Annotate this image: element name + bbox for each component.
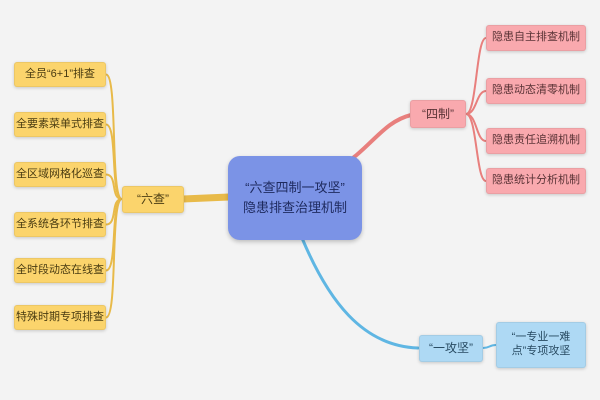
node-sizhi-child-3[interactable]: 隐患责任追溯机制 xyxy=(486,128,586,154)
node-liucha-child-6[interactable]: 特殊时期专项排查 xyxy=(14,305,106,330)
node-liucha-child-5[interactable]: 全时段动态在线查 xyxy=(14,258,106,283)
connector-sizhi-3 xyxy=(465,113,487,142)
node-liucha-child-2[interactable]: 全要素菜单式排查 xyxy=(14,112,106,137)
connector-sizhi-2 xyxy=(465,90,487,115)
branch-liucha[interactable]: “六查” xyxy=(122,186,184,213)
node-liucha-child-1[interactable]: 全员“6+1”排查 xyxy=(14,62,106,87)
connector-liucha-6 xyxy=(105,198,123,319)
connector-liucha-1 xyxy=(105,73,123,200)
connector-sizhi-4 xyxy=(465,113,487,182)
node-yigongjian-child-1[interactable]: “一专业一难点”专项攻坚 xyxy=(496,322,586,368)
connector-liucha-2 xyxy=(105,123,123,200)
node-sizhi-child-1[interactable]: 隐患自主排查机制 xyxy=(486,25,586,51)
connector-sizhi-1 xyxy=(465,37,487,115)
connector-center-liucha xyxy=(179,193,233,203)
branch-yigongjian[interactable]: “一攻坚” xyxy=(419,335,483,362)
node-liucha-child-3[interactable]: 全区域网格化巡查 xyxy=(14,162,106,187)
node-sizhi-child-2[interactable]: 隐患动态清零机制 xyxy=(486,78,586,104)
connector-center-yigongjian xyxy=(300,236,420,350)
connector-liucha-3 xyxy=(105,173,123,200)
node-sizhi-child-4[interactable]: 隐患统计分析机制 xyxy=(486,168,586,194)
node-liucha-child-4[interactable]: 全系统各环节排查 xyxy=(14,212,106,237)
connector-yigongjian-1 xyxy=(482,344,497,349)
central-topic[interactable]: “六查四制一攻坚” 隐患排查治理机制 xyxy=(228,156,362,240)
branch-sizhi[interactable]: “四制” xyxy=(410,100,466,128)
